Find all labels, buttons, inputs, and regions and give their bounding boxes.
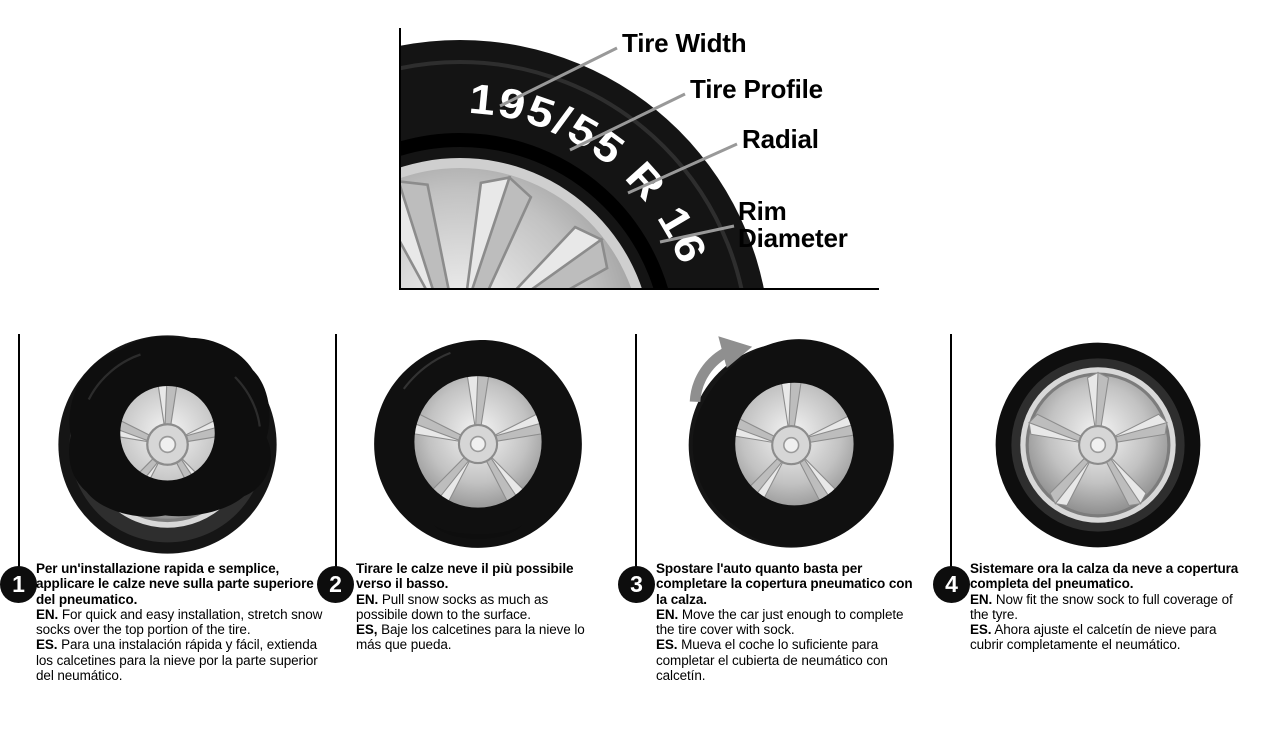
step-4-en-label: EN. <box>970 591 993 607</box>
step-3-en-label: EN. <box>656 606 679 622</box>
step-4-text: Sistemare ora la calza da neve a copertu… <box>970 561 1248 653</box>
step-4-en-text: Now fit the snow sock to full coverage o… <box>970 591 1233 622</box>
step-3-en-text: Move the car just enough to complete the… <box>656 606 904 637</box>
step-3-text: Spostare l'auto quanto basta per complet… <box>656 561 924 683</box>
step-1-title-it: Per un'installazione rapida e semplice, … <box>36 561 314 607</box>
rotate-arrow-icon <box>689 336 753 403</box>
step-4-es-text: Ahora ajuste el calcetín de nieve para c… <box>970 622 1217 653</box>
tire-closeup-image: 195/55 R 16 <box>399 28 879 290</box>
step-3-title-it: Spostare l'auto quanto basta per complet… <box>656 561 913 607</box>
panel-divider-1 <box>18 334 20 584</box>
panel-divider-2 <box>335 334 337 584</box>
step-1-number: 1 <box>0 566 37 603</box>
step-2-es-label: ES, <box>356 622 378 637</box>
step-1-en-label: EN. <box>36 606 59 622</box>
leader-line-radial <box>627 142 738 195</box>
installation-steps: 1 2 3 4 Per un'installazione rapida e se… <box>0 330 1280 742</box>
panel-divider-3 <box>635 334 637 584</box>
step-1-text: Per un'installazione rapida e semplice, … <box>36 561 330 683</box>
leader-line-rim-diameter <box>659 224 735 244</box>
step-2-es-text: Baje los calcetines para la nieve lo más… <box>356 622 585 653</box>
leader-line-tire-profile <box>569 92 686 152</box>
step-3-es-text: Mueva el coche lo suficiente para comple… <box>656 637 888 683</box>
label-tire-profile: Tire Profile <box>690 74 823 104</box>
step-3-number: 3 <box>618 566 655 603</box>
step-4-wheel-image <box>993 340 1203 550</box>
step-1-es-label: ES. <box>36 637 58 653</box>
step-2-en-label: EN. <box>356 591 379 607</box>
step-2-title-it: Tirare le calze neve il più possibile ve… <box>356 561 574 592</box>
step-2-wheel-image <box>372 340 584 550</box>
step-4-title-it: Sistemare ora la calza da neve a copertu… <box>970 561 1239 592</box>
step-2-number: 2 <box>317 566 354 603</box>
step-4-es-label: ES. <box>970 622 992 637</box>
step-2-en-text: Pull snow socks as much as possibile dow… <box>356 591 549 622</box>
tire-size-diagram: 195/55 R 16 Tire Width Tire Profile Radi… <box>0 0 1280 330</box>
label-rim-diameter: Rim Diameter <box>738 196 848 254</box>
label-tire-width: Tire Width <box>622 28 747 58</box>
step-1-es-text: Para una instalación rápida y fácil, ext… <box>36 637 318 683</box>
step-2-text: Tirare le calze neve il più possibile ve… <box>356 561 596 653</box>
step-3-wheel-image <box>676 336 898 554</box>
leader-line-tire-width <box>499 46 618 108</box>
panel-divider-4 <box>950 334 952 584</box>
step-3-es-label: ES. <box>656 637 678 653</box>
step-1-en-text: For quick and easy installation, stretch… <box>36 606 323 637</box>
step-1-wheel-image <box>55 332 280 557</box>
step-4-number: 4 <box>933 566 970 603</box>
label-radial: Radial <box>742 124 819 154</box>
